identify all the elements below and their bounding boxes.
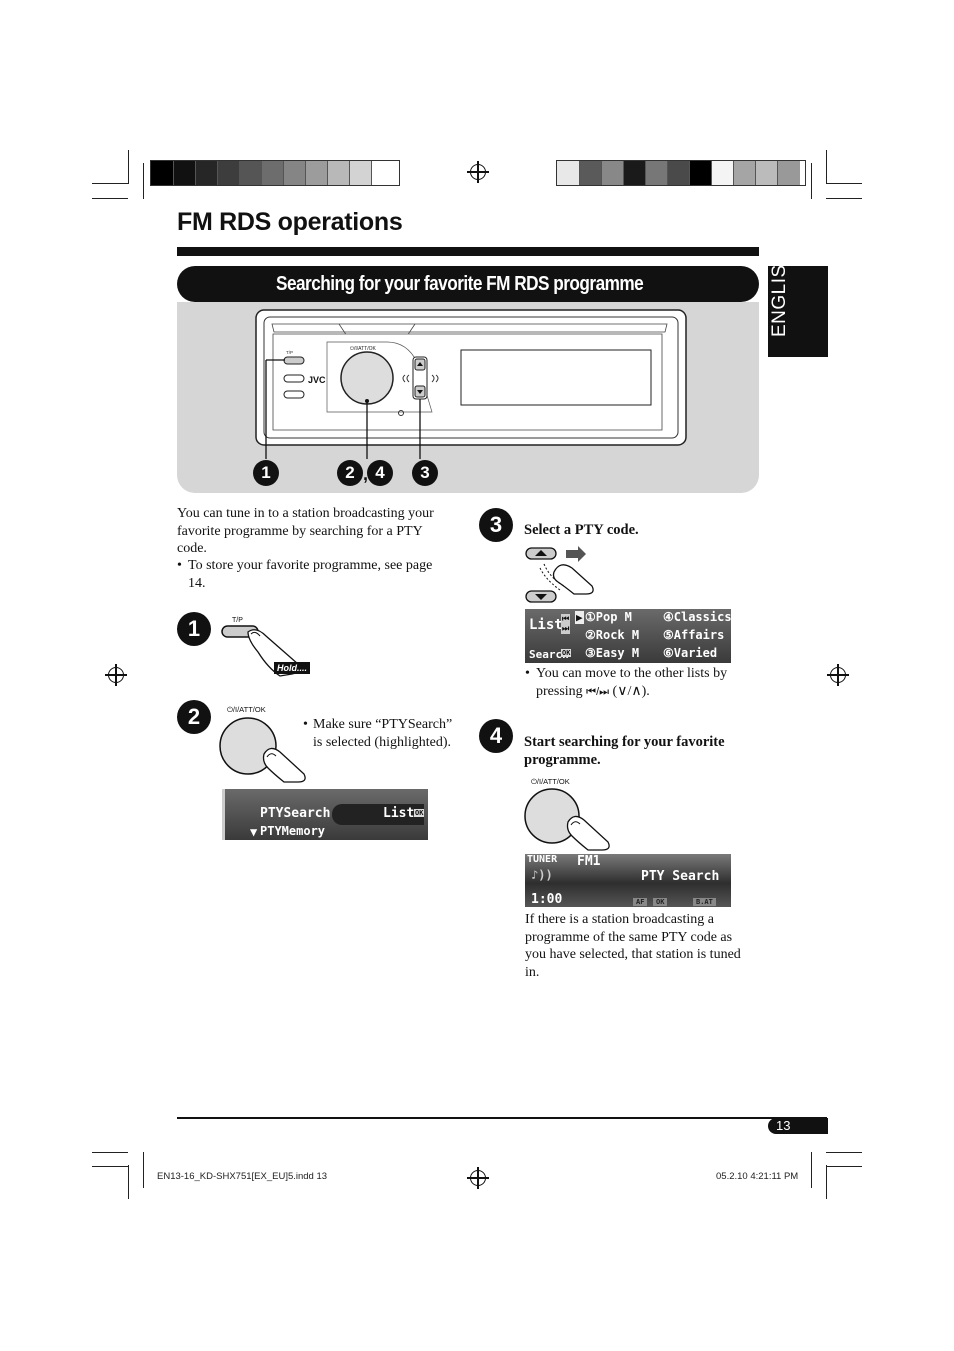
knob-label: ⏻/I/ATT/OK [531, 777, 570, 786]
language-tab-label: ENGLISH [769, 250, 790, 337]
lcd-time: 1:00 [531, 892, 563, 907]
crop-mark [92, 1152, 128, 1153]
lcd-ok-badge: OK [414, 809, 425, 817]
callout-3: 3 [412, 460, 438, 486]
crop-mark [826, 1166, 862, 1167]
lcd-af-button: AF [633, 898, 648, 906]
section-title-bar [177, 266, 759, 302]
car-stereo-illustration: T/P JVC ⏻/I/ATT/OK [255, 309, 687, 459]
lcd-down-arrow-icon: ▼ [250, 825, 258, 839]
lcd-pty-list: List Search OK ⏮ ⏭ ▶ ①Pop M ②Rock M ③Eas… [525, 609, 731, 663]
svg-text:⏻/I/ATT/OK: ⏻/I/ATT/OK [350, 346, 376, 352]
lcd-skip-icon: ⏮ [561, 614, 571, 624]
arrow-buttons-press-illustration [525, 546, 594, 603]
lcd-search-label: Search [529, 648, 569, 661]
footer-rule [177, 1117, 827, 1119]
knob-press-illustration [524, 788, 610, 851]
intro-bullet: • To store your favorite programme, see … [177, 557, 452, 592]
crop-mark [826, 1165, 827, 1199]
step-3-bullet: • You can move to the other lists by pre… [525, 666, 728, 699]
step-1-number: 1 [177, 612, 211, 646]
lcd-pty-item: ③Easy M [585, 646, 640, 660]
crop-mark [826, 1152, 862, 1153]
lcd-status: PTY Search [641, 869, 720, 884]
lcd-ok-button: OK [653, 898, 668, 906]
color-bar-right [556, 160, 806, 186]
section-title: Searching for your favorite FM RDS progr… [276, 273, 644, 295]
lcd-list: List [383, 806, 415, 821]
crop-mark [811, 1152, 812, 1188]
title-rule [177, 247, 759, 256]
registration-mark-icon [105, 664, 127, 686]
knob-label: ⏻/I/ATT/OK [227, 705, 266, 714]
lcd-pty-item: ①Pop M [585, 610, 632, 624]
crop-mark [128, 150, 129, 184]
step-4-number: 4 [479, 719, 513, 753]
crop-mark [826, 150, 827, 184]
svg-text:T/P: T/P [286, 350, 293, 355]
language-tab [768, 266, 828, 357]
knob-press-illustration [219, 717, 306, 783]
imprint-file: EN13-16_KD-SHX751[EX_EU]5.indd 13 [157, 1171, 328, 1182]
callout-4: 4 [367, 460, 393, 486]
step-3-bullet-text: You can move to the other lists by press… [536, 666, 728, 699]
lcd-pty-item: ②Rock M [585, 628, 640, 642]
lcd-pty-item: ⑥Varied [663, 646, 718, 660]
callout-1: 1 [253, 460, 279, 486]
lcd-ok-badge: OK [561, 649, 572, 657]
lcd-bat-button: B.AT [693, 898, 716, 906]
crop-mark [92, 1166, 128, 1167]
step-2-bullet-text: Make sure “PTYSearch” is selected (highl… [313, 717, 453, 750]
lcd-pty-search: PTYSearch [260, 806, 331, 821]
lcd-pty-memory: PTYMemory [260, 824, 326, 838]
crop-mark [92, 183, 128, 184]
crop-mark [128, 1165, 129, 1199]
intro-bullet-text: To store your favorite programme, see pa… [188, 558, 433, 591]
crop-mark [826, 198, 862, 199]
step-2-number: 2 [177, 700, 211, 734]
registration-mark-icon [467, 161, 489, 183]
step-4-heading: Start searching for your favorite progra… [524, 734, 725, 768]
crop-mark [143, 1152, 144, 1188]
step-3-heading: Select a PTY code. [524, 522, 639, 538]
page-number: 13 [776, 1118, 791, 1133]
tp-label: T/P [232, 617, 243, 624]
registration-mark-icon [827, 664, 849, 686]
lcd-pty-item: ④Classics [663, 610, 731, 624]
imprint-date: 05.2.10 4:21:11 PM [716, 1171, 799, 1182]
step-2-bullet: • Make sure “PTYSearch” is selected (hig… [303, 716, 463, 751]
step-4-result: If there is a station broadcasting a pro… [525, 912, 741, 980]
lcd-pty-menu: PTYSearch List OK ▼ PTYMemory [222, 789, 428, 840]
page-number-tab [768, 1118, 828, 1134]
crop-mark [92, 198, 128, 199]
lcd-selected-arrow-icon: ▶ [575, 611, 584, 624]
hold-label: Hold.... [274, 662, 310, 674]
lcd-band: FM1 [577, 854, 601, 869]
lcd-skip-icon: ⏭ [561, 624, 571, 634]
lcd-wave-icon: ♪)) [531, 868, 553, 882]
step-3-number: 3 [479, 508, 513, 542]
lcd-list-label: List [529, 617, 563, 633]
brand-logo: JVC [308, 375, 326, 385]
registration-mark-icon [467, 1167, 489, 1189]
lcd-tuner-search: TUNER FM1 ♪)) PTY Search 1:00 AF OK B.AT [525, 854, 731, 907]
callout-separator: , [363, 464, 369, 484]
crop-mark [811, 163, 812, 199]
step-3-bullet-suffix: (∨/∧). [612, 683, 650, 699]
intro-text: You can tune in to a station broadcastin… [177, 506, 434, 556]
crop-mark [826, 183, 862, 184]
page-title: FM RDS operations [177, 208, 403, 236]
color-bar-left [150, 160, 400, 186]
callout-2: 2 [337, 460, 363, 486]
lcd-tuner-label: TUNER [527, 854, 558, 865]
crop-mark [143, 163, 144, 199]
skip-keys-icon: ⏮/⏭ [586, 685, 610, 698]
lcd-pty-item: ⑤Affairs [663, 628, 725, 642]
